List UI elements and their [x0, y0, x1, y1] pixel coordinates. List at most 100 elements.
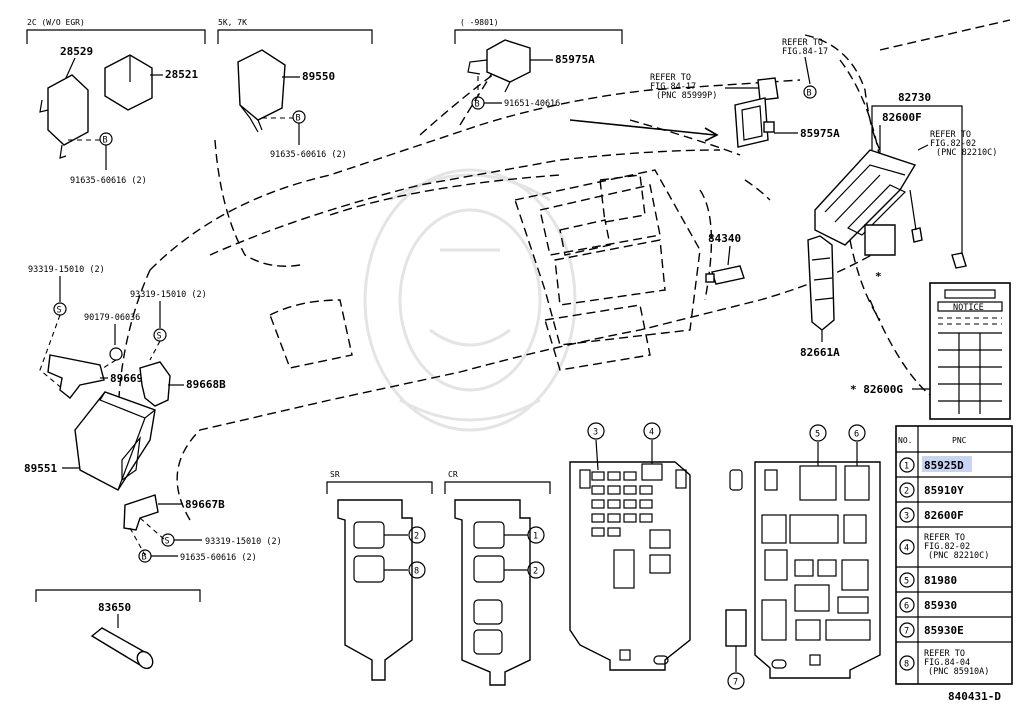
callout-3 — [587, 422, 605, 440]
svg-text:S: S — [165, 537, 170, 547]
group-label-5k7k: 5K, 7K — [218, 18, 247, 27]
part-label-89551[interactable]: 89551 — [24, 462, 57, 475]
svg-text:2: 2 — [533, 567, 538, 577]
junction-block-2: 5 6 7 — [725, 424, 881, 690]
refer-note-r2-line1: REFER TO — [650, 73, 691, 83]
part-label-89550[interactable]: 89550 — [302, 70, 335, 83]
part-label-85975a-mid[interactable]: 85975A — [800, 127, 840, 140]
svg-text:3: 3 — [593, 428, 598, 438]
group-82600g: NOTICE * 82600G — [850, 282, 1011, 420]
part-85975a-relay-mid[interactable] — [734, 97, 769, 148]
part-label-89667b[interactable]: 89667B — [185, 498, 225, 511]
part-label-91635-a[interactable]: 91635-60616 (2) — [70, 176, 147, 186]
svg-text:7: 7 — [733, 678, 738, 688]
part-label-82730[interactable]: 82730 — [898, 91, 931, 104]
callout-2-sr — [408, 526, 426, 544]
junction-block-left[interactable] — [569, 461, 691, 671]
callout-8-sr — [408, 561, 426, 579]
pnc-table-col-no: NO. — [898, 436, 912, 445]
part-85975a-relay-top[interactable] — [486, 39, 531, 83]
pnc-row-1-highlight — [922, 456, 972, 472]
group-top-right: REFER TO FIG.84-17 B REFER TO FIG.84-17 … — [650, 38, 840, 148]
pnc-row-2-value[interactable]: 85910Y — [924, 484, 964, 497]
group-2c: 2C (W/O EGR) 28529 28521 B 91635-60616 (… — [26, 18, 206, 186]
pnc-table-col-pnc: PNC — [952, 436, 967, 445]
part-label-90179[interactable]: 90179-06036 — [84, 313, 140, 323]
junction-block-1: 3 4 — [569, 422, 691, 671]
relay-7[interactable] — [725, 609, 747, 647]
pnc-row-1-value[interactable]: 85925D — [924, 459, 964, 472]
pnc-table: NO. PNC 1 85925D 2 85910Y 3 82600F 4 REF… — [895, 425, 1013, 685]
refer-note-r3-line2: FIG.82-02 — [930, 139, 976, 149]
svg-text:S: S — [157, 332, 162, 342]
group-89551: 93319-15010 (2) S 93319-15010 (2) S 9017… — [24, 265, 282, 563]
part-89669a-bracket[interactable] — [47, 354, 105, 399]
pnc-row-4-line3[interactable]: (PNC 82210C) — [928, 551, 989, 561]
callout-6 — [848, 424, 866, 442]
pnc-row-4-no: 4 — [904, 544, 909, 554]
pnc-row-7-value[interactable]: 85930E — [924, 624, 964, 637]
pnc-row-2-no: 2 — [904, 487, 909, 497]
part-label-84340[interactable]: 84340 — [708, 232, 741, 245]
part-label-82600g[interactable]: * 82600G — [850, 383, 903, 396]
part-label-82600f[interactable]: 82600F — [882, 111, 922, 124]
part-label-82661a[interactable]: 82661A — [800, 346, 840, 359]
diagram-code: 840431-D — [948, 690, 1001, 703]
svg-text:2: 2 — [414, 532, 419, 542]
refer-note-r1-line2: FIG.84-17 — [782, 47, 828, 57]
part-label-28529[interactable]: 28529 — [60, 45, 93, 58]
svg-text:S: S — [57, 306, 62, 316]
part-82661a-bracket[interactable] — [807, 235, 835, 331]
group-84340: 84340 — [705, 232, 745, 285]
pnc-row-8-line3[interactable]: (PNC 85910A) — [928, 667, 989, 677]
pnc-row-5-value[interactable]: 81980 — [924, 574, 957, 587]
part-label-91635-b[interactable]: 91635-60616 (2) — [270, 150, 347, 160]
group-82730: 82730 82600F REFER TO FIG.82-02 (PNC 822… — [814, 91, 997, 283]
pnc-row-3-value[interactable]: 82600F — [924, 509, 964, 522]
group-5k-7k: 5K, 7K 89550 B 91635-60616 (2) — [217, 18, 373, 160]
part-label-91651[interactable]: 91651-40616 — [504, 99, 560, 109]
refer-note-r3-line1: REFER TO — [930, 130, 971, 140]
pnc-row-6-value[interactable]: 85930 — [924, 599, 957, 612]
part-label-93319-a[interactable]: 93319-15010 (2) — [28, 265, 105, 275]
part-label-89668b[interactable]: 89668B — [186, 378, 226, 391]
pnc-row-8-line1[interactable]: REFER TO — [924, 649, 965, 659]
pnc-row-7-no: 7 — [904, 627, 909, 637]
group-label-9801: ( -9801) — [460, 18, 499, 27]
pnc-row-4-line2[interactable]: FIG.82-02 — [924, 542, 970, 552]
part-label-28521[interactable]: 28521 — [165, 68, 198, 81]
group-9801: ( -9801) 85975A B 91651-40616 — [454, 18, 719, 142]
part-label-91635-c[interactable]: 91635-60616 (2) — [180, 553, 257, 563]
part-label-85975a-top[interactable]: 85975A — [555, 53, 595, 66]
part-label-83650[interactable]: 83650 — [98, 601, 131, 614]
label-card-82600g[interactable] — [929, 282, 1011, 420]
group-label-cr: CR — [448, 470, 458, 479]
part-89667b-bracket[interactable] — [123, 494, 159, 531]
part-label-93319-b[interactable]: 93319-15010 (2) — [130, 290, 207, 300]
svg-text:B: B — [142, 553, 147, 563]
pnc-row-8-line2[interactable]: FIG.84-04 — [924, 658, 970, 668]
part-84340-switch[interactable] — [711, 265, 745, 285]
relay-block-sr[interactable] — [337, 499, 413, 681]
svg-text:B: B — [103, 136, 108, 146]
callout-4 — [643, 422, 661, 440]
refer-note-r1-line1: REFER TO — [782, 38, 823, 48]
pnc-row-6-no: 6 — [904, 602, 909, 612]
part-label-89669a[interactable]: 89669A — [110, 372, 150, 385]
relay-block-cr[interactable] — [454, 499, 531, 686]
part-89550[interactable] — [237, 49, 286, 121]
group-sr: SR 2 8 — [326, 470, 433, 681]
group-label-sr: SR — [330, 470, 340, 479]
svg-text:1: 1 — [533, 532, 538, 542]
svg-text:B: B — [475, 100, 480, 110]
part-28521[interactable] — [104, 54, 153, 111]
part-89668b-bracket[interactable] — [139, 361, 171, 407]
nut-90179[interactable] — [109, 347, 123, 361]
bracket-85999p[interactable] — [757, 77, 779, 101]
group-cr: CR 1 2 — [444, 470, 551, 686]
pnc-row-4-line1[interactable]: REFER TO — [924, 533, 965, 543]
part-label-93319-c[interactable]: 93319-15010 (2) — [205, 537, 282, 547]
part-89551-ecu[interactable] — [74, 391, 156, 491]
watermark-emblem — [363, 168, 577, 432]
part-28529[interactable] — [47, 74, 89, 146]
